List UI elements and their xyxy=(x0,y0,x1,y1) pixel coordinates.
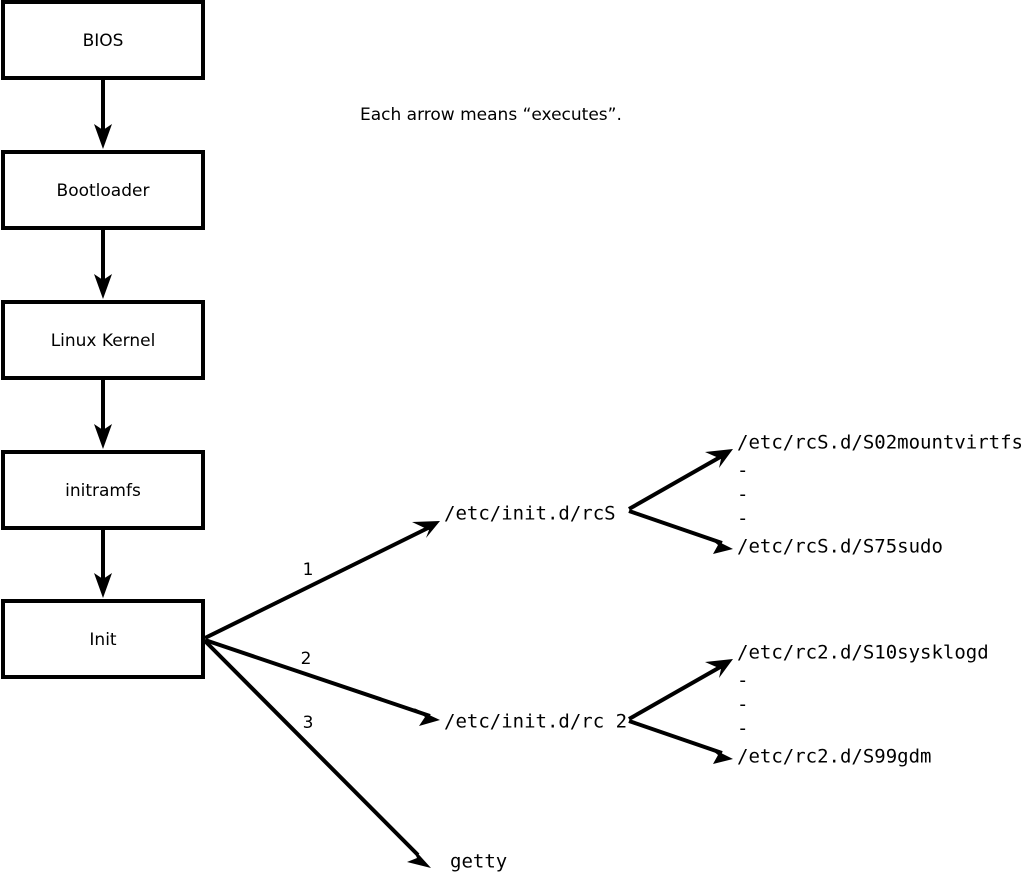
label-getty: getty xyxy=(450,851,507,873)
node-linux-kernel[interactable]: Linux Kernel xyxy=(1,300,205,380)
connector-kernel-to-initramfs xyxy=(94,378,112,449)
label-init-d-rc2: /etc/init.d/rc 2 xyxy=(444,711,627,733)
rcs-fanout-bottom-edge xyxy=(628,509,733,554)
label-rcs-last-script: /etc/rcS.d/S75sudo xyxy=(737,536,943,558)
arrow-head-icon xyxy=(94,573,112,598)
boot-chain-connectors xyxy=(94,78,112,598)
rc2-fanout-bottom-edge xyxy=(628,719,733,764)
legend-note: Each arrow means “executes”. xyxy=(360,105,622,125)
label-rc2-first-script: /etc/rc2.d/S10sysklogd xyxy=(737,642,989,664)
node-label: Init xyxy=(89,630,117,650)
edge-line xyxy=(203,639,420,857)
connector-bootloader-to-kernel xyxy=(94,228,112,299)
node-box xyxy=(1,300,205,380)
edge-number-label: 3 xyxy=(303,713,314,733)
rc2-fanout-top-edge xyxy=(628,659,733,721)
label-init-d-rcs: /etc/init.d/rcS xyxy=(444,503,616,525)
edge-line xyxy=(628,719,723,755)
edge-line xyxy=(204,525,431,640)
arrow-head-icon xyxy=(94,274,112,299)
node-bios[interactable]: BIOS xyxy=(1,0,205,80)
edge-line xyxy=(628,454,723,511)
node-label: Bootloader xyxy=(57,181,150,201)
edge-number-label: 2 xyxy=(301,649,312,669)
rcs-ellipsis-dash-3: - xyxy=(737,508,748,530)
init-branch-3-edge: 3 xyxy=(203,639,431,868)
arrow-head-icon xyxy=(414,708,440,726)
arrow-head-icon xyxy=(94,124,112,149)
arrow-head-icon xyxy=(707,536,733,554)
node-box xyxy=(1,450,205,530)
arrow-head-icon xyxy=(407,847,431,868)
rc2-ellipsis-dash-1: - xyxy=(737,670,748,692)
node-initramfs[interactable]: initramfs xyxy=(1,450,205,530)
edge-number-label: 1 xyxy=(303,560,314,580)
rcs-ellipsis-dash-1: - xyxy=(737,460,748,482)
node-label: Linux Kernel xyxy=(51,331,156,351)
label-rcs-first-script: /etc/rcS.d/S02mountvirtfs xyxy=(737,432,1023,454)
init-branch-2-edge: 2 xyxy=(204,638,440,726)
node-box xyxy=(1,0,205,80)
rcs-ellipsis-dash-2: - xyxy=(737,484,748,506)
arrow-head-icon xyxy=(412,521,440,538)
rc2-ellipsis-dash-3: - xyxy=(737,718,748,740)
node-box xyxy=(1,599,205,679)
rc2-ellipsis-dash-2: - xyxy=(737,694,748,716)
arrow-head-icon xyxy=(707,746,733,764)
init-branch-1-edge: 1 xyxy=(204,521,440,640)
node-init[interactable]: Init xyxy=(1,599,205,679)
node-box xyxy=(1,150,205,230)
arrow-head-icon xyxy=(705,659,733,678)
connector-bios-to-bootloader xyxy=(94,78,112,149)
node-label: initramfs xyxy=(65,481,141,501)
edge-line xyxy=(628,664,723,721)
edge-line xyxy=(628,509,723,545)
node-label: BIOS xyxy=(83,31,124,51)
arrow-head-icon xyxy=(94,424,112,449)
node-bootloader[interactable]: Bootloader xyxy=(1,150,205,230)
connector-initramfs-to-init xyxy=(94,528,112,598)
arrow-head-icon xyxy=(705,449,733,468)
rcs-fanout-top-edge xyxy=(628,449,733,511)
label-rc2-last-script: /etc/rc2.d/S99gdm xyxy=(737,746,931,768)
edge-line xyxy=(204,638,431,718)
